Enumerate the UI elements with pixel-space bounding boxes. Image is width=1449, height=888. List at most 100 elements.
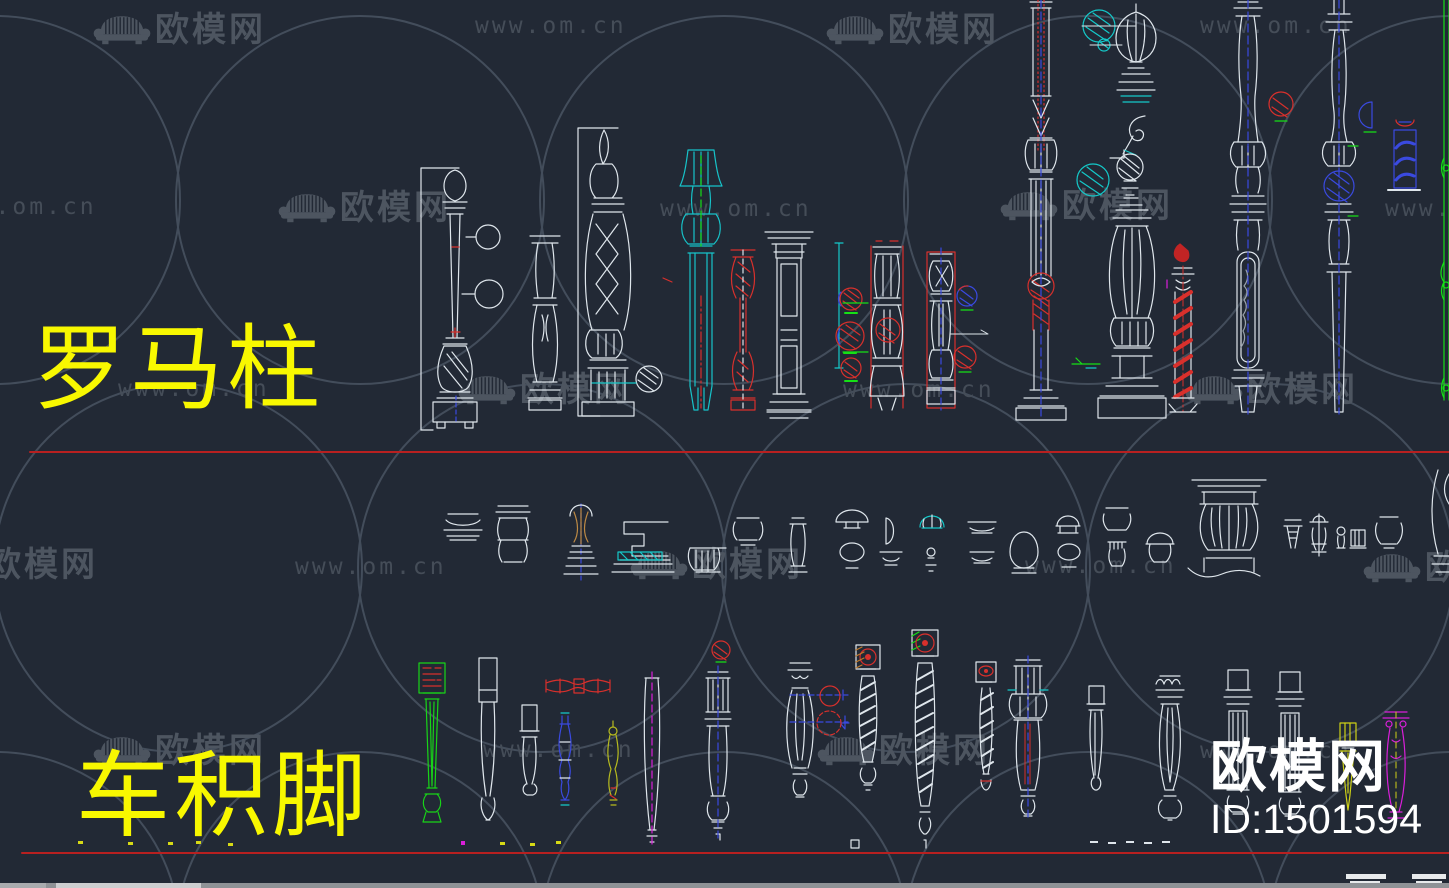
- watermark-logo: 欧模网: [93, 10, 266, 50]
- cad-leg-gadroon-knee: [1007, 655, 1049, 819]
- cad-column-paneled-tall: [1229, 0, 1294, 415]
- watermark-logo: 欧模网: [1000, 186, 1173, 226]
- watermark-urls: www.om.cn www.om.cn www.om.cn www.om.cn …: [0, 13, 1449, 764]
- bottom-edge-bar-segment: [0, 883, 46, 888]
- section-divider-lines: [21, 451, 1449, 854]
- svg-text:www.om.cn: www.om.cn: [0, 194, 97, 220]
- svg-text:www.om.cn: www.om.cn: [1025, 553, 1177, 579]
- cad-leg-small-turned: [519, 704, 540, 796]
- watermark-logo: 欧模网: [93, 731, 266, 771]
- item-id-overlay: ID:1501594: [1210, 795, 1423, 842]
- cad-mid-egg-finial: [1009, 531, 1039, 574]
- svg-text:欧模网: 欧模网: [155, 731, 266, 771]
- cad-baluster-small: [527, 235, 563, 411]
- svg-text:欧模网: 欧模网: [888, 10, 999, 50]
- cad-mid-edge-profile: [1431, 469, 1449, 573]
- cad-detail-markers-left: [834, 240, 899, 382]
- watermark-logo: 欧模网: [0, 545, 98, 585]
- cad-mid-cornice: [611, 521, 675, 573]
- bottom-edge-bar: [0, 883, 1449, 888]
- bottom-edge-bar-segment: [56, 883, 201, 888]
- cad-mid-mushroom-knob: [835, 509, 869, 569]
- cad-newel-post: [420, 167, 504, 431]
- cad-markers-right-edge: [1358, 101, 1421, 191]
- site-overlay: 欧模网 ID:1501594: [1210, 736, 1422, 840]
- cad-mid-dishes: [967, 521, 997, 564]
- cad-leg-fluted-straight-1: [1223, 669, 1253, 815]
- svg-text:www.om.cn: www.om.cn: [660, 196, 812, 222]
- cad-baluster-framed: [926, 247, 989, 411]
- cad-leg-fluted-straight-2: [1275, 671, 1305, 817]
- svg-text:欧模网: 欧模网: [0, 545, 98, 585]
- svg-text:www.om.cn: www.om.cn: [475, 13, 627, 39]
- cad-spindle-horizontal-red: [545, 678, 611, 694]
- cad-pilaster: [764, 231, 814, 419]
- cad-baluster-tall-right: [1321, 0, 1359, 415]
- cad-spindle-blue: [558, 712, 572, 806]
- svg-text:www.om.cn: www.om.cn: [295, 554, 447, 580]
- cad-mid-knob-bun: [1055, 515, 1081, 568]
- watermark-logo: 欧模网: [278, 188, 451, 228]
- cad-mid-pot-cup: [1102, 507, 1132, 567]
- cad-mid-large-capital: [1187, 479, 1267, 578]
- cad-leg-twist-large: [911, 629, 939, 849]
- cad-mid-fluted-block: [1349, 529, 1367, 549]
- cad-mid-capital-small: [1283, 519, 1303, 549]
- svg-text:www.om.cn: www.om.cn: [483, 737, 635, 763]
- site-name-overlay: 欧模网: [1210, 735, 1387, 799]
- cad-leg-slender-vase: [1155, 675, 1185, 821]
- cad-mid-pot-2: [1375, 516, 1403, 549]
- cad-leg-twist-slim: [975, 661, 997, 791]
- section-title-table-leg: 车积脚: [76, 745, 371, 849]
- cad-mid-base-cap: [443, 513, 483, 541]
- cad-spindle-olive: [607, 720, 619, 806]
- cad-leg-magenta: [1382, 711, 1410, 823]
- svg-text:www.om.cn: www.om.cn: [843, 377, 995, 403]
- cad-mid-tiny-finial: [1336, 526, 1346, 549]
- watermark-logo: 欧模网: [1363, 548, 1449, 588]
- cad-column-vase: [1071, 197, 1167, 419]
- cad-column-cyan: [662, 149, 723, 411]
- svg-text:www.om.cn: www.om.cn: [1200, 13, 1352, 39]
- svg-text:欧模网: 欧模网: [879, 731, 990, 771]
- watermark-logo: 欧模网: [630, 545, 803, 585]
- watermark-logo: 欧模网: [1185, 370, 1358, 410]
- svg-text:欧模网: 欧模网: [1062, 186, 1173, 226]
- cad-barber-column: [1166, 243, 1198, 413]
- watermark-logo: 欧模网: [826, 10, 999, 50]
- cad-leg-plain-taper: [643, 671, 661, 847]
- cad-leg-yellow: [1337, 722, 1359, 811]
- cad-leg-twist: [855, 644, 881, 791]
- cad-mid-pot: [732, 517, 764, 546]
- cad-mid-flame-finial: [563, 503, 599, 581]
- cad-baluster-fluted: [842, 245, 905, 411]
- cad-column-tall-fluted: [1015, 0, 1067, 421]
- cad-mid-crossed-finial: [1309, 513, 1329, 557]
- cad-finial-onion: [1115, 3, 1157, 103]
- cad-column-ornate: [577, 127, 663, 417]
- section-title-roman-column: 罗马柱: [33, 319, 324, 422]
- cad-mid-capital-profile: [495, 505, 531, 563]
- cad-mid-half-dome: [879, 517, 903, 566]
- svg-text:www.om.cn: www.om.cn: [118, 376, 270, 402]
- cad-ornament-scroll: [1122, 115, 1146, 156]
- cad-mid-shell-knob: [919, 514, 945, 572]
- svg-text:www.om.cn: www.om.cn: [1385, 196, 1449, 222]
- svg-text:欧模网: 欧模网: [155, 10, 266, 50]
- cad-leg-small: [1086, 685, 1106, 791]
- cad-mid-dome-knob: [1145, 532, 1175, 563]
- cad-leg-fluted-ring: [704, 640, 732, 841]
- cad-baluster-green-edge: [1440, 0, 1449, 401]
- cad-leg-carved-with-markers: [786, 662, 850, 798]
- cad-mid-slim-vase: [788, 517, 808, 573]
- svg-text:欧模网: 欧模网: [1247, 370, 1358, 410]
- cad-leg-green: [418, 662, 446, 823]
- svg-text:欧模网: 欧模网: [692, 545, 803, 585]
- svg-text:欧模网: 欧模网: [340, 188, 451, 228]
- cad-baluster-red: [730, 249, 756, 411]
- cad-finial-ball: [1076, 149, 1144, 197]
- cad-mid-gadroon-bun: [687, 547, 727, 573]
- svg-text:欧模网: 欧模网: [1425, 548, 1449, 588]
